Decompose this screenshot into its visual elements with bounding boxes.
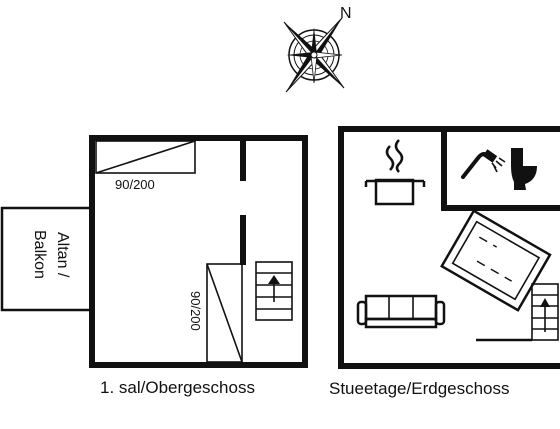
cooking-pot-icon (364, 139, 426, 206)
north-label: N (340, 5, 352, 22)
compass-rose-icon (283, 17, 345, 93)
upper-floor-caption: 1. sal/Obergeschoss (100, 378, 255, 397)
ground-floor-caption: Stueetage/Erdgeschoss (329, 379, 510, 398)
toilet-icon (511, 148, 537, 190)
bed-side-label: 90/200 (188, 291, 203, 331)
balcony-label-line2: Balkon (31, 230, 48, 279)
stairs-icon (255, 261, 293, 321)
stairs-icon (531, 283, 559, 341)
upper-floor-walls (89, 135, 308, 368)
ground-floor-walls (338, 126, 560, 369)
shower-icon (461, 149, 506, 179)
sofa-icon (356, 294, 446, 329)
bed-top-label: 90/200 (115, 177, 155, 192)
bed-top (95, 140, 196, 174)
ground-floor-plan (338, 126, 560, 369)
balcony-label-line1: Altan / (54, 232, 71, 278)
bed-side (206, 263, 243, 363)
sofa-bed-icon (440, 209, 552, 312)
upper-floor-plan (0, 135, 308, 368)
